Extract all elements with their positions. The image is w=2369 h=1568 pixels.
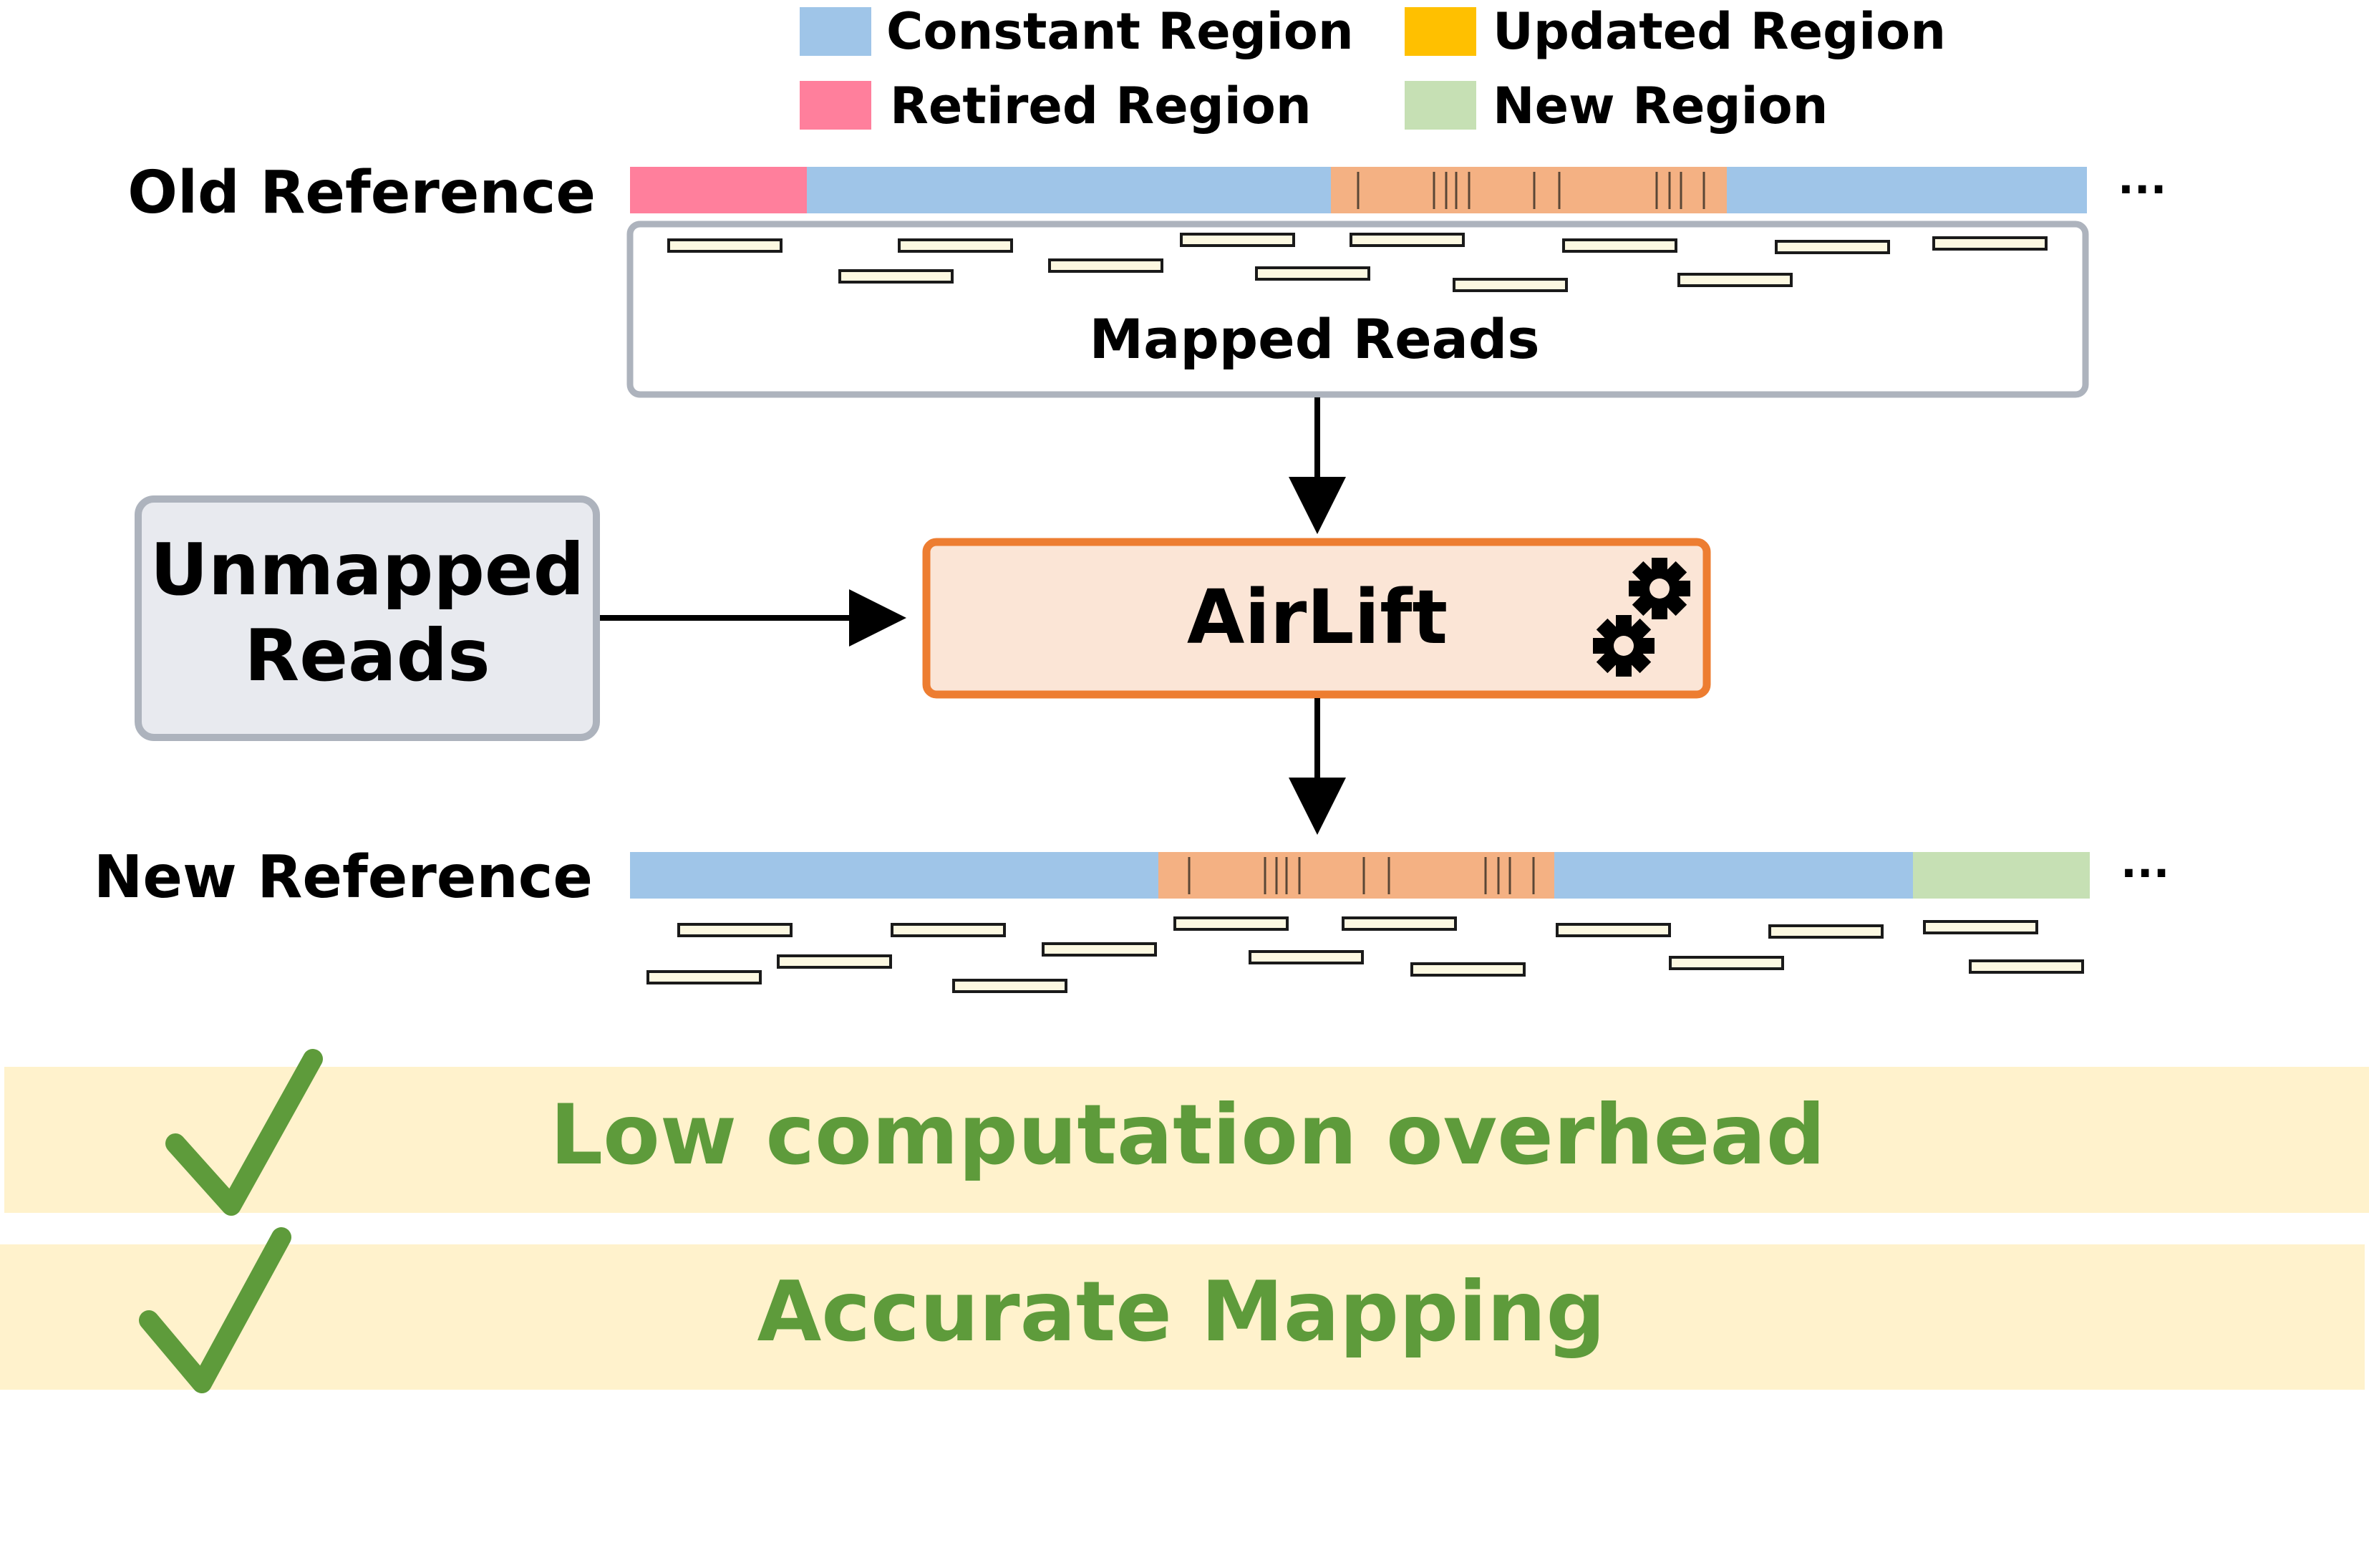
legend: Constant Region Updated Region Retired R… xyxy=(800,2,1946,135)
read xyxy=(1410,962,1526,977)
gears-icon xyxy=(1593,558,1690,677)
old-reference-bar xyxy=(630,167,2087,213)
read xyxy=(1453,278,1568,292)
legend-item-retired: Retired Region xyxy=(800,77,1312,135)
benefit-background xyxy=(0,1244,2365,1390)
new-ref-constant-segment-1 xyxy=(630,852,1158,899)
unmapped-reads-label-line1: Unmapped xyxy=(150,528,585,611)
read xyxy=(1562,238,1677,253)
benefit-row-1: Low computation overhead xyxy=(4,1049,2369,1216)
new-reference-label: New Reference xyxy=(94,843,593,911)
legend-label-updated: Updated Region xyxy=(1493,2,1946,61)
mapped-reads-frame xyxy=(626,221,2089,398)
checkmark-icon xyxy=(165,1049,323,1216)
old-ref-constant-segment-2 xyxy=(1727,167,2087,213)
read xyxy=(1768,924,1884,939)
benefit-text-1: Low computation overhead xyxy=(550,1087,1825,1184)
mapped-read-segments xyxy=(667,233,2048,292)
read xyxy=(1932,236,2048,251)
read xyxy=(1180,233,1295,247)
new-ref-new-segment xyxy=(1913,852,2090,899)
read xyxy=(677,923,793,937)
read xyxy=(1173,916,1289,931)
new-ref-constant-segment-2 xyxy=(1554,852,1913,899)
read xyxy=(1255,266,1370,281)
read xyxy=(777,954,892,969)
unmapped-reads-frame xyxy=(135,495,600,741)
airlift-label: AirLift xyxy=(1187,574,1448,661)
read xyxy=(898,238,1013,253)
new-reference-read-segments xyxy=(646,916,2084,993)
read xyxy=(1342,916,1457,931)
read xyxy=(1042,942,1157,957)
legend-swatch-constant xyxy=(800,7,871,56)
read xyxy=(667,238,783,253)
legend-item-new: New Region xyxy=(1405,77,1828,135)
legend-item-constant: Constant Region xyxy=(800,2,1354,61)
legend-label-new: New Region xyxy=(1493,77,1828,135)
read xyxy=(1350,233,1465,247)
read xyxy=(1249,950,1364,964)
read xyxy=(1923,920,2038,934)
benefit-background xyxy=(4,1067,2369,1213)
read xyxy=(1677,273,1793,287)
legend-label-retired: Retired Region xyxy=(890,77,1312,135)
benefit-text-2: Accurate Mapping xyxy=(757,1264,1605,1360)
mapped-reads-box: Mapped Reads xyxy=(626,221,2089,398)
read xyxy=(1775,240,1890,254)
read xyxy=(838,269,954,284)
unmapped-reads-box: Unmapped Reads xyxy=(135,495,600,741)
airlift-box: AirLift xyxy=(922,538,1711,699)
legend-label-constant: Constant Region xyxy=(886,2,1354,61)
legend-swatch-updated xyxy=(1405,7,1476,56)
benefit-row-2: Accurate Mapping xyxy=(0,1227,2365,1393)
old-ref-retired-segment xyxy=(630,167,807,213)
read xyxy=(891,923,1006,937)
old-reference-label: Old Reference xyxy=(127,159,596,227)
unmapped-reads-label-line2: Reads xyxy=(244,614,490,697)
read xyxy=(1556,923,1671,937)
old-ref-constant-segment-1 xyxy=(807,167,1331,213)
new-reference-bar xyxy=(630,852,2090,899)
read xyxy=(1048,258,1163,273)
read xyxy=(1669,956,1784,970)
legend-item-updated: Updated Region xyxy=(1405,2,1946,61)
checkmark-icon xyxy=(139,1227,291,1393)
new-ref-updated-segment xyxy=(1158,852,1554,899)
new-ref-variant-marks xyxy=(1188,857,1535,894)
old-reference-ellipsis: ... xyxy=(2118,154,2166,204)
mapped-reads-label: Mapped Reads xyxy=(1089,307,1539,371)
legend-swatch-new xyxy=(1405,81,1476,130)
legend-swatch-retired xyxy=(800,81,871,130)
read xyxy=(952,979,1067,993)
read xyxy=(646,970,762,984)
read xyxy=(1969,959,2084,974)
airlift-frame xyxy=(922,538,1711,699)
new-reference-ellipsis: ... xyxy=(2121,838,2169,888)
old-ref-updated-segment xyxy=(1331,167,1727,213)
old-ref-variant-marks xyxy=(1357,172,1705,209)
